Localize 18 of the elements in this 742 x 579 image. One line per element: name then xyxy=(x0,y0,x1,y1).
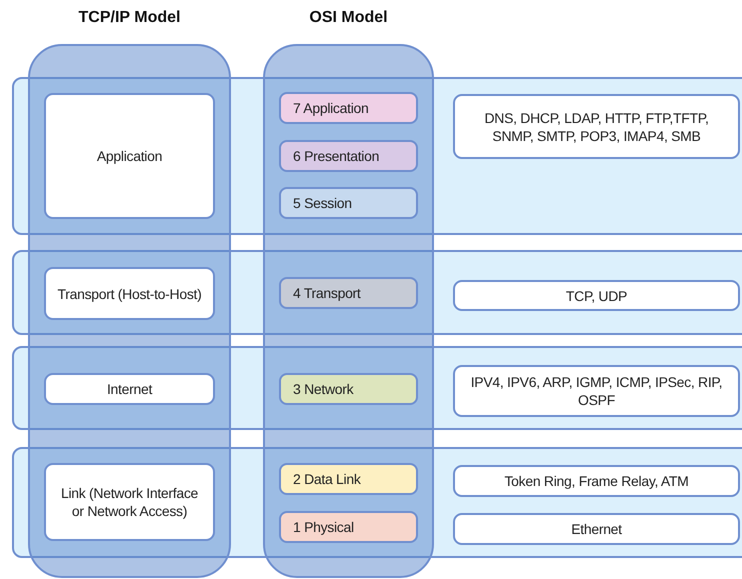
layer-box: 1 Physical xyxy=(279,511,418,543)
protocol-box: DNS, DHCP, LDAP, HTTP, FTP,TFTP, SNMP, SMTP, POP3, IMAP4, SMB xyxy=(453,94,740,159)
layer-box: 7 Application xyxy=(279,92,418,124)
layer-box: 6 Presentation xyxy=(279,140,418,172)
protocol-box: IPV4, IPV6, ARP, IGMP, ICMP, IPSec, RIP, OSPF xyxy=(453,365,740,417)
layer-box: Internet xyxy=(44,373,215,405)
protocol-box: Token Ring, Frame Relay, ATM xyxy=(453,465,740,497)
column-heading: TCP/IP Model xyxy=(78,8,182,28)
layer-box: 5 Session xyxy=(279,187,418,219)
protocol-box: TCP, UDP xyxy=(453,280,740,311)
column-heading: OSI Model xyxy=(308,8,389,28)
layer-box: Application xyxy=(44,93,215,219)
layer-box: Link (Network Interface or Network Access) xyxy=(44,463,215,541)
layer-box: 2 Data Link xyxy=(279,463,418,495)
protocol-box: Ethernet xyxy=(453,513,740,545)
layer-box: 3 Network xyxy=(279,373,418,405)
layer-box: Transport (Host-to-Host) xyxy=(44,267,215,320)
layer-box: 4 Transport xyxy=(279,277,418,309)
